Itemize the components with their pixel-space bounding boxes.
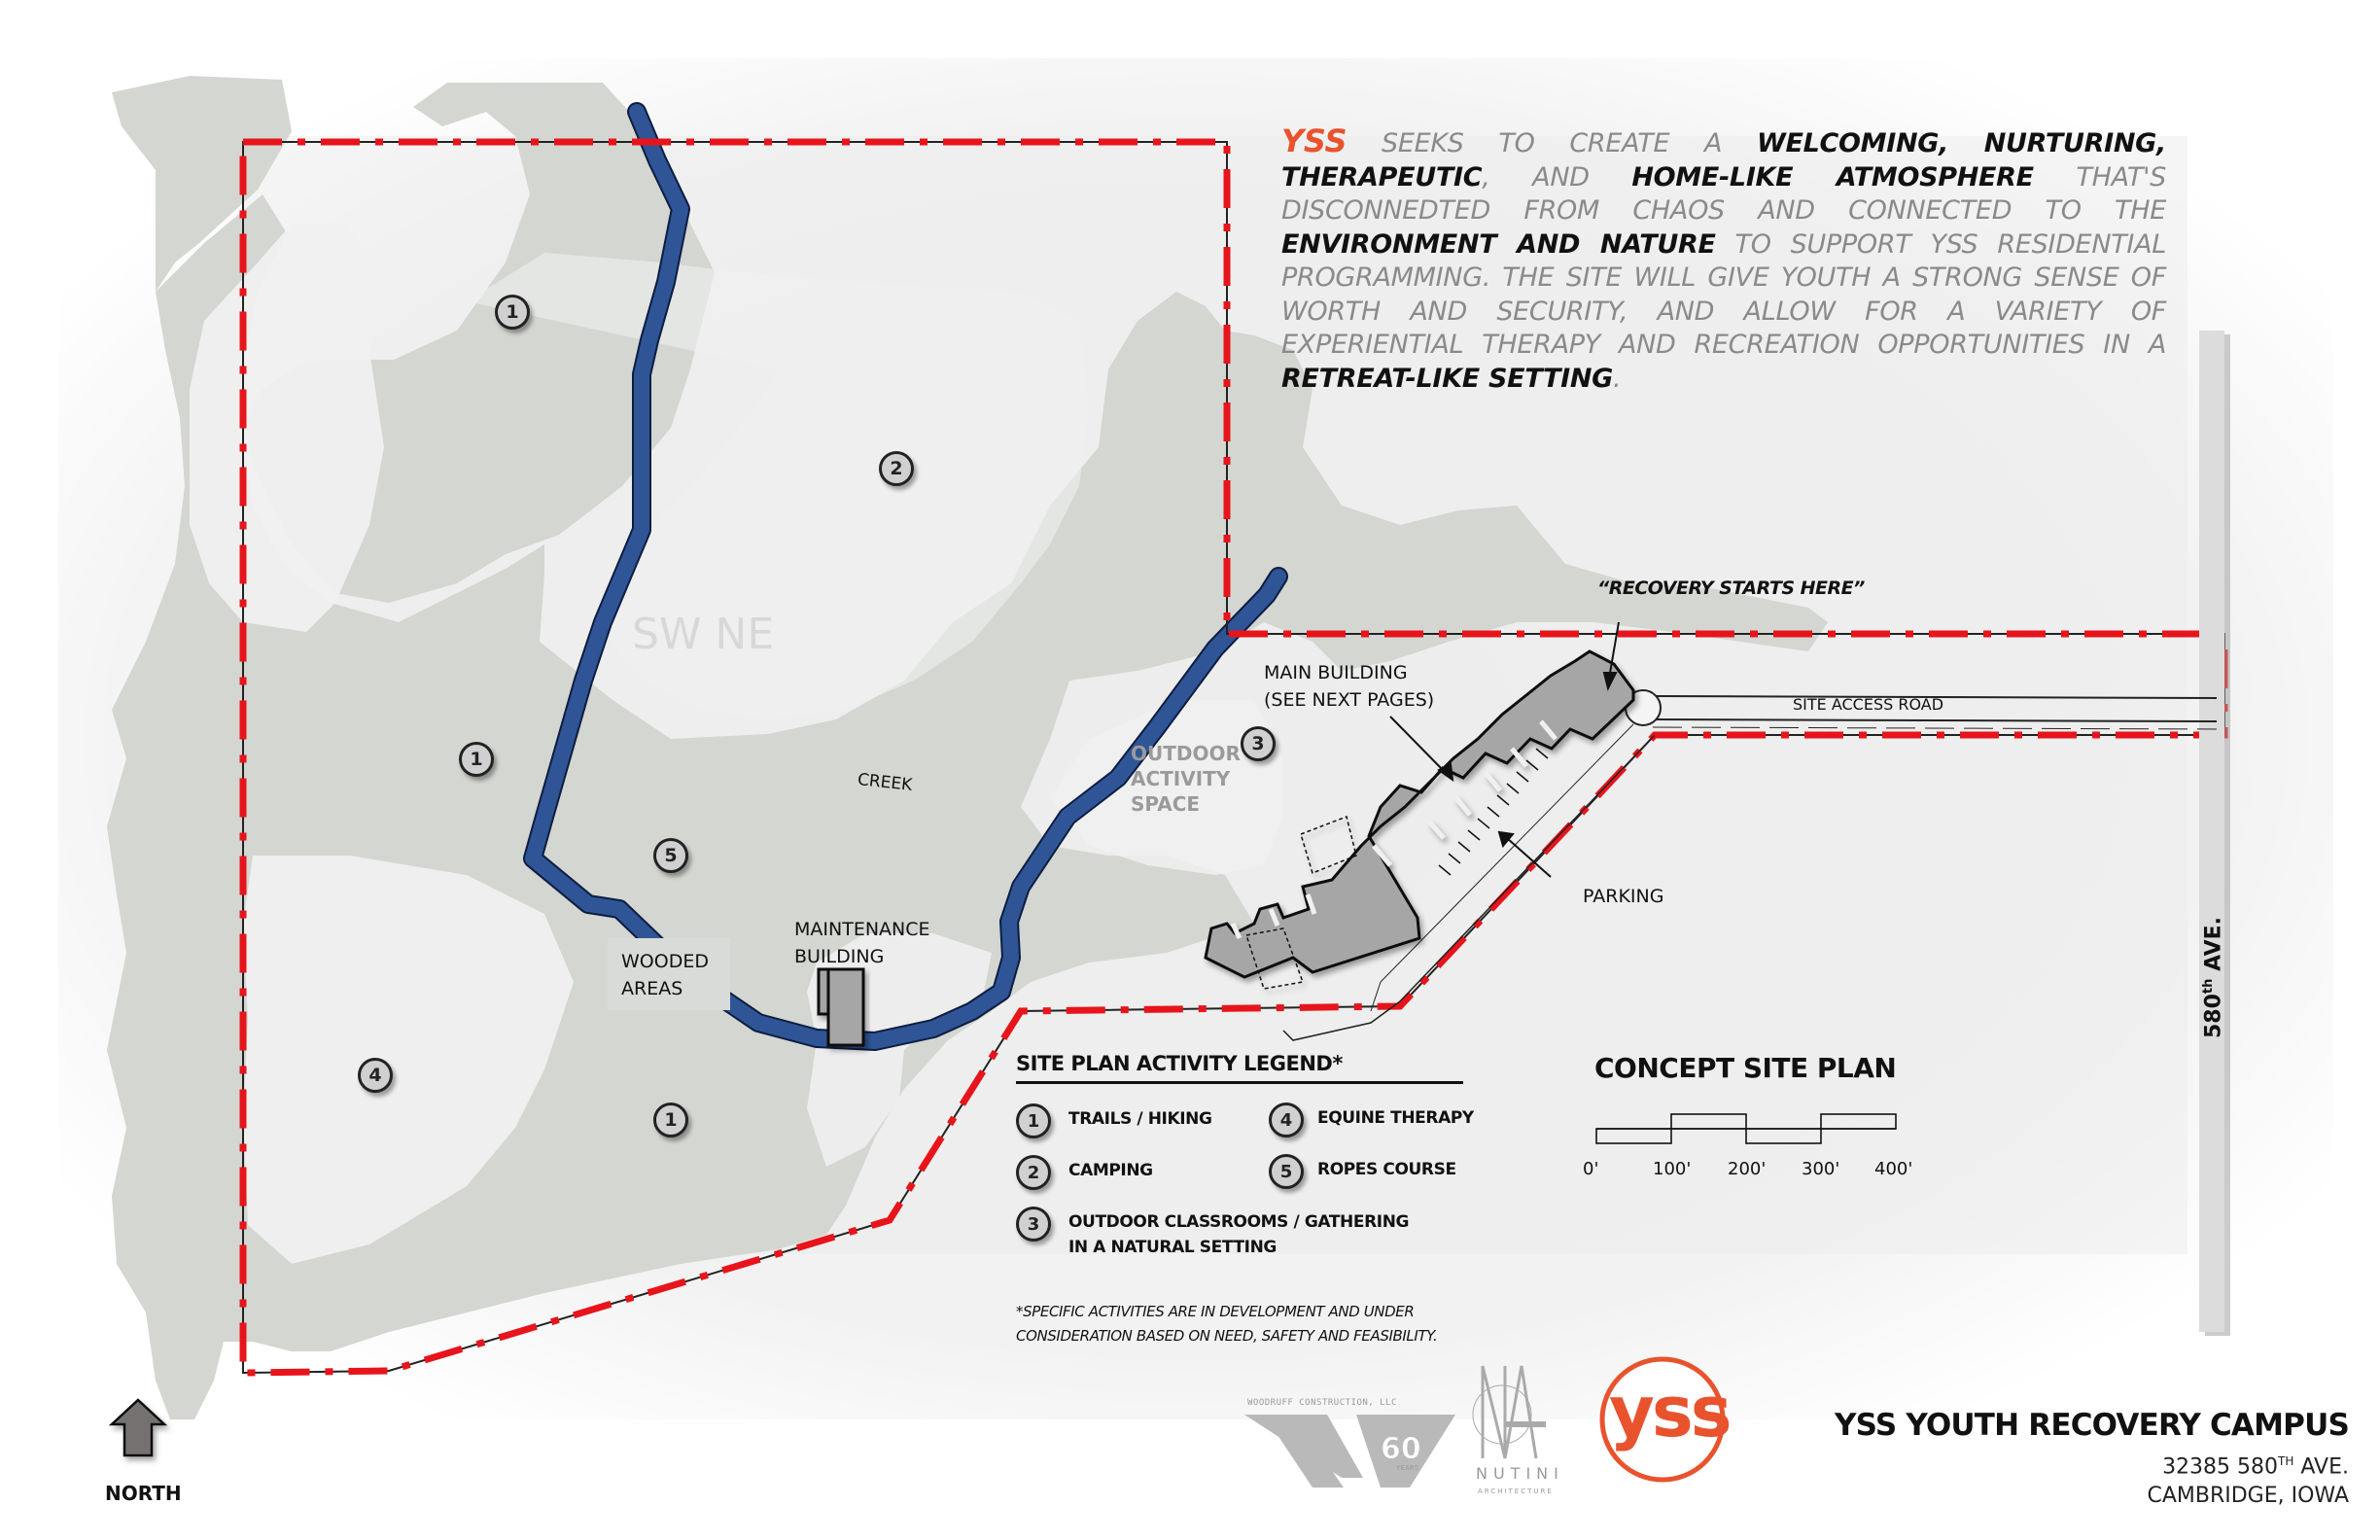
intro-paragraph: YSS seeks to create a welcoming, nurturi… xyxy=(1281,122,2166,394)
legend-marker: 5 xyxy=(1269,1154,1304,1189)
site-access-road-label: SITE ACCESS ROAD xyxy=(1793,695,1944,714)
project-title: YSS YOUTH RECOVERY CAMPUS xyxy=(1835,1408,2350,1443)
legend-marker: 3 xyxy=(1016,1207,1051,1242)
woodruff-name: WOODRUFF CONSTRUCTION, LLC xyxy=(1247,1398,1397,1408)
property-boundary xyxy=(239,138,2228,1377)
scale-label-0: 0' xyxy=(1583,1159,1599,1179)
main-building-label: MAIN BUILDING (SEE NEXT PAGES) xyxy=(1264,662,1435,711)
woodruff-logo: 60 xyxy=(1244,1415,1455,1488)
map-marker-trails[interactable]: 1 xyxy=(495,295,530,330)
map-marker-trails[interactable]: 1 xyxy=(653,1102,688,1138)
intro-brand: YSS xyxy=(1281,122,1348,159)
legend-title: SITE PLAN ACTIVITY LEGEND* xyxy=(1016,1052,1463,1084)
parking-stalls xyxy=(1438,748,1549,876)
project-city: CAMBRIDGE, IOWA xyxy=(2147,1484,2349,1509)
legend-marker: 4 xyxy=(1269,1102,1304,1138)
parcel-watermark: SW NE xyxy=(632,610,774,659)
concept-site-plan-title: CONCEPT SITE PLAN xyxy=(1594,1052,1897,1084)
woodruff-years-label: YEARS xyxy=(1396,1464,1419,1472)
legend-marker: 1 xyxy=(1016,1103,1051,1138)
580th-ave-road xyxy=(2199,331,2230,1336)
scale-label-100: 100' xyxy=(1653,1159,1692,1179)
maintenance-building-label: MAINTENANCE BUILDING xyxy=(794,919,930,967)
nutini-name: NUTINI xyxy=(1476,1464,1564,1483)
recovery-starts-here-label: “RECOVERY STARTS HERE” xyxy=(1597,578,1865,599)
nutini-sub: ARCHITECTURE xyxy=(1478,1488,1554,1495)
legend-item-outdoor-classrooms: 3 OUTDOOR CLASSROOMS / GATHERING IN A NA… xyxy=(1016,1207,1409,1260)
title-block: YSS YOUTH RECOVERY CAMPUS 32385 580TH AV… xyxy=(1835,1408,2350,1511)
legend-item-equine: 4 EQUINE THERAPY xyxy=(1269,1102,1474,1138)
legend-footnote: *SPECIFIC ACTIVITIES ARE IN DEVELOPMENT … xyxy=(1016,1303,1438,1345)
leader-lines xyxy=(1389,621,1620,878)
main-building xyxy=(1204,649,1635,990)
scale-bar xyxy=(1595,1113,1897,1144)
map-marker-camping[interactable]: 2 xyxy=(879,451,914,486)
outdoor-activity-space-label: OUTDOOR ACTIVITY SPACE xyxy=(1131,742,1241,816)
map-marker-outdoor-classrooms[interactable]: 3 xyxy=(1241,726,1276,761)
legend-item-trails: 1 TRAILS / HIKING xyxy=(1016,1103,1212,1138)
nutini-logo xyxy=(1472,1365,1546,1459)
legend-item-ropes-course: 5 ROPES COURSE xyxy=(1269,1154,1456,1189)
north-label: NORTH xyxy=(105,1482,182,1505)
parking-label: PARKING xyxy=(1583,886,1664,907)
scale-label-400: 400' xyxy=(1874,1159,1913,1179)
clearings xyxy=(190,224,1283,1264)
map-marker-ropes-course[interactable]: 5 xyxy=(653,838,688,873)
yss-logo: yss xyxy=(1609,1371,1732,1452)
north-arrow-icon xyxy=(108,1398,168,1457)
map-marker-equine[interactable]: 4 xyxy=(358,1058,393,1093)
legend-marker: 2 xyxy=(1016,1155,1051,1190)
activity-legend: SITE PLAN ACTIVITY LEGEND* 1 TRAILS / HI… xyxy=(1016,1052,1507,1345)
scale-label-300: 300' xyxy=(1802,1159,1840,1179)
yss-logo-ring xyxy=(1599,1356,1726,1483)
legend-item-camping: 2 CAMPING xyxy=(1016,1155,1153,1190)
creek-label: CREEK xyxy=(857,770,914,795)
580th-ave-label: 580th AVE. xyxy=(2201,916,2226,1038)
map-marker-trails[interactable]: 1 xyxy=(459,742,494,777)
project-address: 32385 580TH AVE. xyxy=(2162,1454,2349,1480)
svg-text:60: 60 xyxy=(1381,1432,1421,1466)
wooded-areas-label: WOODED AREAS xyxy=(608,938,730,1010)
scale-label-200: 200' xyxy=(1728,1159,1767,1179)
